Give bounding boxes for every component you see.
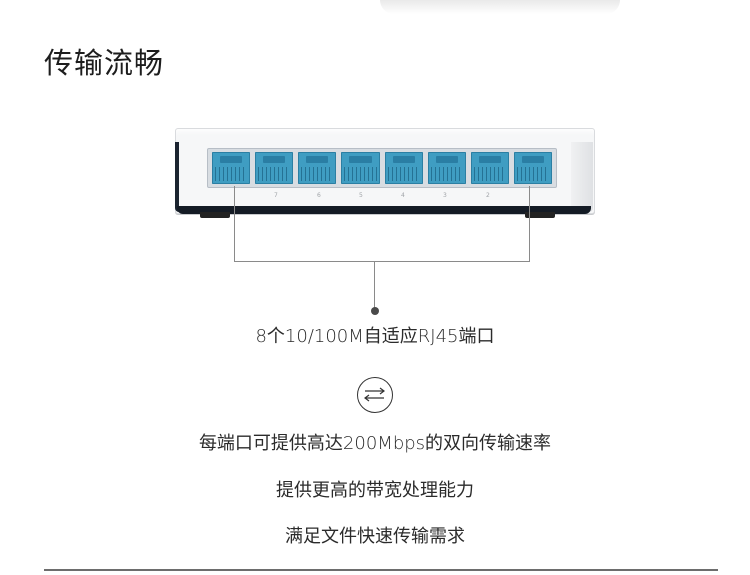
rj45-port (427, 152, 466, 184)
port-number: 7 (274, 192, 278, 199)
top-decoration (380, 0, 620, 14)
feature-text: 提供更高的带宽处理能力 (276, 480, 474, 501)
rj45-port (470, 152, 509, 184)
section-title: 传输流畅 (44, 46, 165, 80)
bottom-divider (44, 569, 718, 571)
leader-line-right (529, 186, 530, 262)
switch-base (177, 206, 591, 214)
rj45-port (384, 152, 423, 184)
leader-line-left (234, 186, 235, 262)
port-spec-text: 8个10/100M自适应RJ45端口 (255, 326, 495, 347)
port-number: 5 (359, 192, 363, 199)
leader-line-vertical (374, 261, 375, 311)
rj45-port (513, 152, 552, 184)
switch-foot-right (525, 212, 555, 218)
port-number: 4 (401, 192, 405, 199)
rj45-port (255, 152, 294, 184)
port-bay (207, 148, 557, 188)
leader-dot (371, 307, 379, 315)
switch-right-edge (571, 142, 593, 212)
port-number: 3 (443, 192, 447, 199)
rj45-port (212, 152, 251, 184)
rj45-port (298, 152, 337, 184)
feature-text: 每端口可提供高达200Mbps的双向传输速率 (198, 433, 552, 454)
feature-text: 满足文件快速传输需求 (285, 526, 465, 547)
rj45-port (341, 152, 380, 184)
bidirectional-arrows-icon (357, 377, 393, 413)
switch-left-edge (175, 142, 179, 212)
switch-foot-left (200, 212, 230, 218)
port-number: 6 (317, 192, 321, 199)
switch-device-image: 7 6 5 4 3 2 (175, 128, 595, 220)
port-number: 2 (486, 192, 490, 199)
leader-line-horizontal (234, 261, 530, 262)
